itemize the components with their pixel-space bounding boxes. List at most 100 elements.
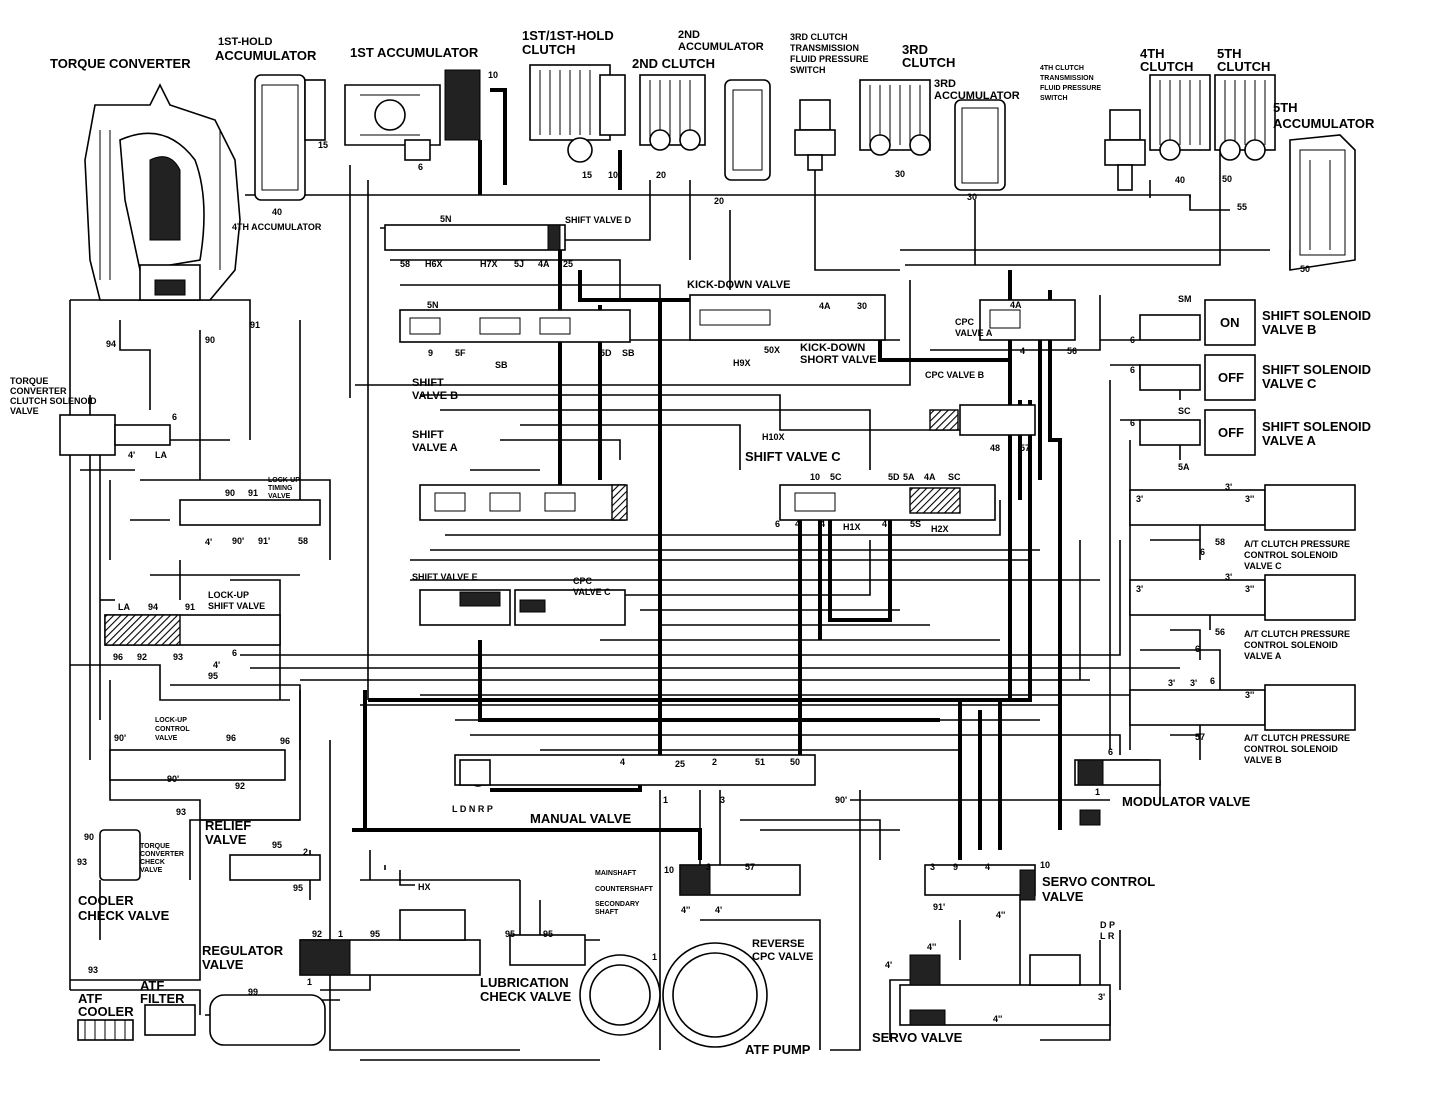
label-reverse-cpc-b: CPC VALVE [752,951,813,963]
label-tcc-check-b: CONVERTER [140,851,184,858]
port-label: 4'' [993,1014,1002,1024]
port-label: 90 [205,335,215,345]
port-label: 91 [185,602,195,612]
label-tcc-check-d: VALVE [140,867,163,874]
cpc-valve-a [979,299,1076,341]
label-atcp-b-c: VALVE B [1244,755,1282,765]
lock-up-control-valve [109,749,286,781]
atf-pump [579,942,768,1048]
port-label: 91' [258,536,270,546]
shift-valve-d [384,224,566,251]
label-5th-acc-a: 5TH [1273,100,1298,115]
atf-strainer [209,994,326,1046]
port-label: 4 [985,862,990,872]
label-ssv-c-a: SHIFT SOLENOID [1262,362,1371,377]
port-label: 10 [810,472,820,482]
port-label: 6 [775,519,780,529]
label-kick-down-valve: KICK-DOWN VALVE [687,279,790,291]
label-3rd-acc-a: 3RD [934,78,956,90]
shift-valve-b [399,309,631,343]
label-4th-accumulator: 4TH ACCUMULATOR [232,222,322,232]
port-number-labels: 10 15 40 6 15 10 20 20 30 30 40 50 55 50… [77,70,1310,1024]
label-shift-valve-b-a: SHIFT [412,377,444,389]
port-label: 6 [1130,335,1135,345]
label-lockup-ctrl-b: CONTROL [155,726,190,733]
3rd-clutch-pressure-switch [794,99,836,171]
port-label: 5A [1178,462,1190,472]
port-label: 2 [303,847,308,857]
label-ssv-a-b: VALVE A [1262,433,1317,448]
label-lockup-shift-b: SHIFT VALVE [208,601,265,611]
label-3rd-switch-a: 3RD CLUTCH [790,32,848,42]
cpc-valve-b [929,404,1036,436]
label-1st-hold-acc-a: 1ST-HOLD [218,36,272,48]
label-5th-clutch-b: CLUTCH [1217,59,1270,74]
label-lockup-timing-c: VALVE [268,493,291,500]
port-label: 4 [820,519,825,529]
port-label: 10 [664,865,674,875]
port-label: SB [622,348,635,358]
4th-clutch-pressure-switch [1104,109,1146,191]
port-label: 95 [208,671,218,681]
port-label: 1 [652,952,657,962]
port-label: 3' [1225,572,1232,582]
label-lockup-timing-b: TIMING [268,485,293,492]
port-label: 50 [1222,174,1232,184]
label-4th-switch-d: SWITCH [1040,95,1068,102]
port-label: 10 [608,170,618,180]
label-countershaft: COUNTERSHAFT [595,886,654,893]
label-secondary-a: SECONDARY [595,901,640,908]
label-2nd-acc-b: ACCUMULATOR [678,41,764,53]
port-label: LA [155,450,167,460]
label-3rd-clutch-b: CLUTCH [902,55,955,70]
label-manual-positions: L D N R P [452,804,493,814]
port-label: 40 [1175,175,1185,185]
label-cpc-c-b: VALVE C [573,587,611,597]
port-label: H1X [843,522,861,532]
label-shift-valve-a-a: SHIFT [412,429,444,441]
label-shift-valve-b-b: VALVE B [412,390,458,402]
port-label: 3' [1098,992,1105,1002]
port-label: 6 [418,162,423,172]
at-clutch-pressure-solenoid-c [1129,484,1356,531]
label-tcc-check-c: CHECK [140,859,165,866]
label-tcc-d: VALVE [10,406,39,416]
port-label: 56 [1067,346,1077,356]
port-label: H6X [425,259,443,269]
shift-valve-c [779,484,996,521]
servo-valve [899,954,1111,1026]
port-label: 5A [903,472,915,482]
4th-clutch [1149,74,1211,161]
label-cooler-check-a: COOLER [78,893,134,908]
port-label: 50 [1300,264,1310,274]
5th-accumulator [1289,134,1356,271]
label-3rd-acc-b: ACCUMULATOR [934,90,1020,102]
port-label: 57 [745,862,755,872]
label-atf-filter-a: ATF [140,978,164,993]
port-label: 10 [488,70,498,80]
port-label: 5C [830,472,842,482]
label-atf-cooler-b: COOLER [78,1004,134,1019]
lock-up-shift-valve [104,614,281,646]
label-lub-check-a: LUBRICATION [480,975,569,990]
port-label: 4'' [927,942,936,952]
port-label: H10X [762,432,785,442]
label-shift-valve-a-b: VALVE A [412,442,458,454]
label-lockup-ctrl-a: LOCK-UP [155,717,187,724]
fluid-lines [69,88,1291,1061]
label-ssv-a-a: SHIFT SOLENOID [1262,419,1371,434]
label-2nd-acc-a: 2ND [678,29,700,41]
label-atf-cooler-a: ATF [78,991,102,1006]
port-label: H9X [733,358,751,368]
label-ssv-b-b: VALVE B [1262,322,1316,337]
label-atcp-c-b: CONTROL SOLENOID [1244,550,1338,560]
port-label: 6 [1108,747,1113,757]
label-secondary-b: SHAFT [595,909,619,916]
port-label: 94 [148,602,158,612]
port-label: 4A [538,259,550,269]
component-labels: TORQUE CONVERTER 1ST-HOLD ACCUMULATOR 1S… [10,28,1375,1057]
label-atcp-a-b: CONTROL SOLENOID [1244,640,1338,650]
label-atcp-c-a: A/T CLUTCH PRESSURE [1244,539,1350,549]
port-label: 4'' [681,905,690,915]
